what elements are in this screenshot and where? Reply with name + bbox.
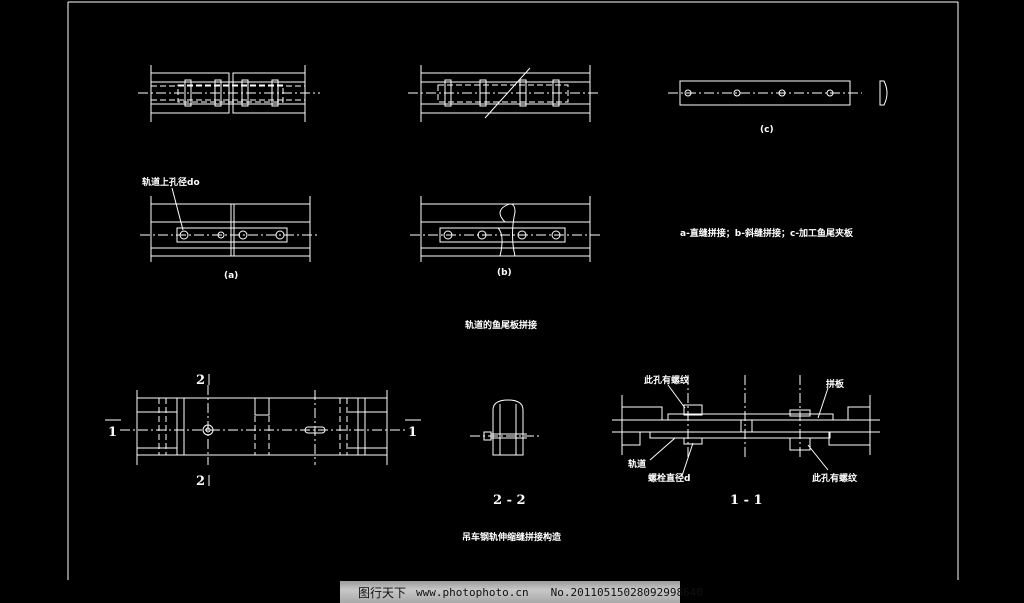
expansion-joint-plan [105,374,421,486]
oblique-joint-elevation [410,196,600,262]
label-rail: 轨道 [628,458,646,470]
oblique-joint-plan [408,65,600,122]
label-thread-hole-bottom: 此孔有螺纹 [812,472,858,484]
label-sub-a: (a) [224,271,238,281]
label-rail-hole: 轨道上孔径do [142,176,200,188]
label-sub-b: (b) [497,268,512,278]
label-section-1-1: 1 - 1 [730,493,763,508]
watermark-site-name: 图行天下 [358,585,407,600]
title-fishplate-splice: 轨道的鱼尾板拼接 [465,319,537,331]
section-mark-1-left: 1 [108,425,117,440]
section-1-1 [612,375,880,477]
section-mark-2-bottom: 2 [196,474,205,489]
straight-joint-elevation [140,187,320,262]
straight-joint-plan [138,65,320,122]
watermark-url: www.photophoto.cn [416,585,529,599]
bolts [184,79,279,107]
fishplate-plan [668,80,888,106]
section-mark-1-right: 1 [408,425,417,440]
label-section-2-2: 2 - 2 [493,493,526,508]
label-splice-plate: 拼板 [826,378,845,390]
legend-note: a-直缝拼接；b-斜缝拼接；c-加工鱼尾夹板 [680,227,854,239]
title-expansion-joint: 吊车钢轨伸缩缝拼接构造 [462,531,562,543]
watermark-bar: 图行天下 www.photophoto.cn No.20110515028092… [340,581,703,603]
section-mark-2-top: 2 [196,373,205,388]
label-thread-hole-top: 此孔有螺纹 [644,374,690,386]
label-bolt-diameter: 螺栓直径d [648,472,690,484]
watermark-number: No.20110515028092998640 [550,585,703,599]
section-2-2 [470,399,540,456]
drawing-frame [67,1,959,580]
label-sub-c: (c) [760,125,774,135]
